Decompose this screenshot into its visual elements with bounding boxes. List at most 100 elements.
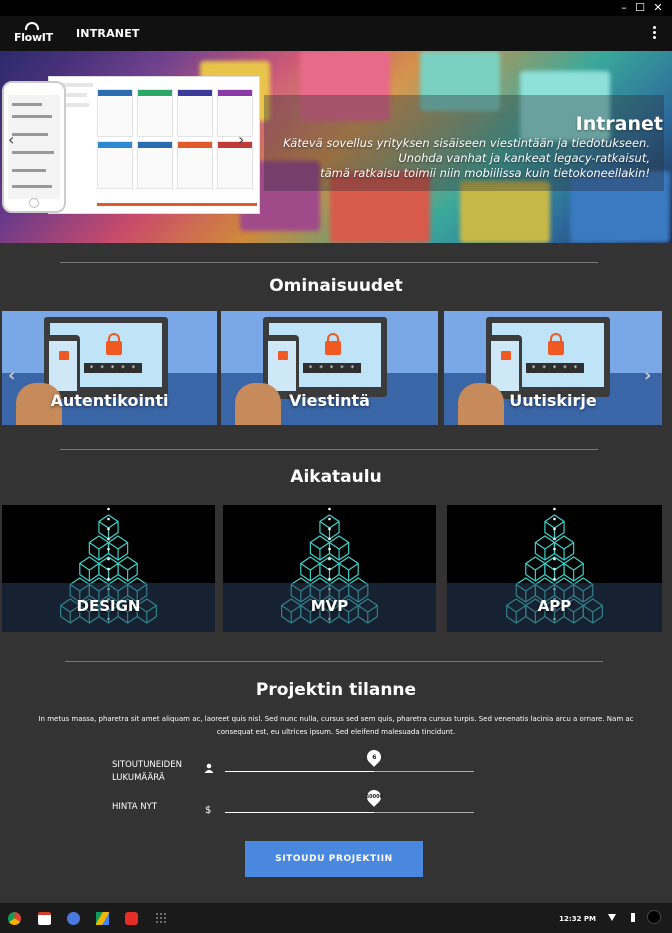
os-taskbar: 12:32 PM [0,903,672,933]
schedule-card-design[interactable]: DESIGN [2,505,215,632]
center-dot [328,517,331,521]
center-dot [553,577,556,581]
center-dot [553,507,556,511]
hero-banner: ‹ › Intranet Kätevä sovellus yrityksen s… [0,51,672,243]
dollar-icon: $ [205,805,212,816]
feature-card-label: Autentikointi [50,391,169,410]
hero-bg-block [300,51,390,121]
minimize-button[interactable]: – [621,1,627,14]
apps-icon[interactable] [155,912,168,925]
mock-nav [53,103,89,107]
cube-outline [525,556,546,582]
flowit-logo[interactable]: FlowIT [14,22,53,46]
feature-card-autentikointi[interactable]: * * * * * Autentikointi [2,311,217,425]
mock-card [217,141,253,189]
hero-bg-block [420,51,500,111]
mock-line [12,151,54,154]
hero-text-line: Unohda vanhat ja kankeat legacy-ratkaisu… [398,151,650,165]
clock: 12:32 PM [559,915,596,923]
center-dot [107,527,110,531]
commit-project-button[interactable]: SITOUDU PROJEKTIIN [245,841,423,877]
center-dot [328,547,331,551]
cube-outline [88,535,110,561]
wifi-icon[interactable] [608,914,616,921]
cube-outline [117,556,138,582]
mock-line [12,103,42,106]
center-dot [328,527,331,531]
carousel-next-icon[interactable]: › [644,365,652,386]
feature-card-label: Uutiskirje [509,391,597,410]
committed-label: SITOUTUNEIDEN LUKUMÄÄRÄ [112,759,182,785]
price-slider-value: 50000 [365,794,384,800]
center-dot [107,517,110,521]
status-description: In metus massa, pharetra sit amet aliqua… [38,715,634,736]
committed-label-line: LUKUMÄÄRÄ [112,773,165,783]
center-dot [107,547,110,551]
maximize-button[interactable]: ☐ [635,1,645,14]
hand-illustration [235,383,281,425]
feature-card-uutiskirje[interactable]: * * * * * Uutiskirje [444,311,662,425]
lock-icon [550,333,562,343]
cube-outline [107,535,129,561]
cube-outline [328,535,350,561]
mock-nav [53,93,87,97]
schedule-card-mvp[interactable]: MVP [223,505,436,632]
hero-bg-block [330,171,430,243]
cube-outline [563,556,584,582]
password-field-illustration: * * * * * [303,363,361,373]
close-button[interactable]: ✕ [653,1,663,14]
page-title: INTRANET [76,27,140,40]
google-icon[interactable] [67,912,80,925]
mock-card [177,141,213,189]
hero-text-line: Kätevä sovellus yrityksen sisäiseen vies… [283,136,650,150]
mock-card [137,141,173,189]
lock-body [325,341,341,355]
center-dot [553,517,556,521]
features-title: Ominaisuudet [269,276,403,296]
lock-icon [108,333,120,343]
desktop-screenshot [48,76,260,214]
mock-card [177,89,213,137]
feature-card-viestinta[interactable]: * * * * * Viestintä [221,311,438,425]
carousel-prev-icon[interactable]: ‹ [8,365,16,386]
committed-slider-value: 6 [372,754,377,761]
mock-line [12,169,46,172]
person-icon [204,763,214,776]
schedule-title: Aikataulu [290,467,382,487]
cube-outline [534,535,556,561]
battery-icon[interactable] [631,913,635,922]
schedule-card-label: MVP [310,597,349,615]
phone-screenshot [2,81,66,213]
center-dot [107,507,110,511]
avatar[interactable] [647,910,661,924]
phone-icon [265,335,299,399]
chevron-left-icon[interactable]: ‹ [8,130,15,149]
chrome-icon[interactable] [8,912,21,925]
more-vert-icon[interactable] [652,26,658,42]
mock-line [12,115,52,118]
mock-line [12,185,52,188]
hero-bg-block [570,171,670,243]
schedule-card-app[interactable]: APP [447,505,662,632]
youtube-icon[interactable] [125,912,138,925]
hero-text-line: tämä ratkaisu toimii niin mobiilissa kui… [320,166,650,180]
center-dot [553,527,556,531]
center-dot [553,537,556,541]
wifi-arc-icon [25,22,39,30]
schedule-card-label: APP [537,597,572,615]
status-title: Projektin tilanne [255,680,417,700]
chevron-right-icon[interactable]: › [238,130,245,149]
drive-icon[interactable] [96,912,109,925]
schedule-card-label: DESIGN [76,597,141,615]
schedule-card-band [447,583,662,632]
center-dot [107,537,110,541]
center-dot [553,557,556,561]
gmail-icon[interactable] [38,912,51,925]
center-dot [328,577,331,581]
hero-bg-block [460,181,550,243]
center-dot [328,537,331,541]
lock-body [106,341,122,355]
feature-card-label: Viestintä [289,391,370,410]
window-titlebar: – ☐ ✕ [0,0,672,16]
